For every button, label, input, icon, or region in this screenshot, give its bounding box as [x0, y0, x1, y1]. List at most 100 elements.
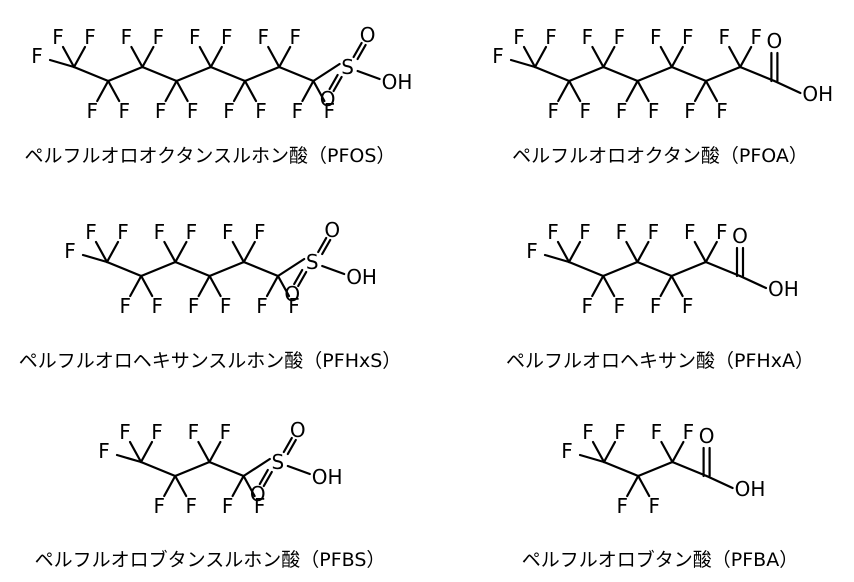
cf-bond [578, 453, 606, 464]
carbon-bond [107, 65, 144, 83]
carbon-bond [140, 260, 177, 278]
so-double-bond [293, 268, 304, 286]
so-double-bond [262, 470, 273, 488]
cf-bond [301, 79, 315, 103]
fluorine-atom: F [616, 494, 628, 518]
cf-bond [174, 240, 188, 264]
fluorine-atom: F [255, 99, 267, 123]
fluorine-atom: F [616, 99, 628, 123]
cf-bond [243, 79, 258, 103]
hydroxyl-group: OH [802, 82, 833, 106]
cf-bond [693, 240, 707, 264]
fluorine-atom: F [561, 439, 573, 463]
cf-bond [557, 79, 571, 103]
carbon-bond [704, 65, 742, 83]
so-double-bond [332, 75, 343, 93]
fluorine-atom: F [254, 220, 266, 244]
sulfur-atom: S [306, 250, 319, 274]
fluorine-atom: F [651, 420, 663, 444]
so-double-bond [317, 236, 328, 254]
carbon-bond [567, 260, 605, 278]
so-double-bond [352, 41, 363, 59]
carbon-bond [637, 460, 674, 478]
fluorine-atom: F [526, 239, 538, 263]
cf-bond [128, 440, 143, 464]
carbon-bond [568, 65, 605, 83]
hydroxyl-group: OH [768, 277, 799, 301]
fluorine-atom: F [682, 294, 694, 318]
fluorine-atom: F [579, 220, 591, 244]
fluorine-atom: F [153, 494, 165, 518]
cf-bond [163, 474, 177, 498]
so-double-bond [321, 238, 332, 256]
so-double-bond [282, 436, 293, 454]
carbon-bond [602, 65, 639, 83]
carbon-bond [174, 460, 211, 478]
fluorine-atom: F [188, 420, 200, 444]
carbon-bond [209, 65, 247, 83]
fluorine-atom: F [151, 294, 163, 318]
fluorine-atom: F [220, 420, 232, 444]
caption-pfoa: ペルフルオロオクタン酸（PFOA） [512, 145, 808, 167]
hydroxyl-group: OH [382, 70, 413, 94]
hydroxyl-group: OH [312, 465, 343, 489]
fluorine-atom: F [186, 220, 198, 244]
cf-bond [174, 474, 188, 498]
carbon-bond [242, 260, 280, 278]
fluorine-atom: F [98, 439, 110, 463]
fluorine-atom: F [154, 220, 166, 244]
cf-bond [591, 440, 606, 464]
cf-bond [231, 240, 245, 264]
carbon-bond [636, 65, 673, 83]
cf-bond [198, 45, 212, 69]
cf-bond [509, 58, 537, 69]
fluorine-atom: F [683, 420, 695, 444]
fluorine-atom: F [492, 44, 504, 68]
cf-bond [704, 79, 719, 103]
fluorine-atom: F [220, 294, 232, 318]
cc-bond [704, 260, 742, 278]
fluorine-atom: F [288, 294, 300, 318]
fluorine-atom: F [648, 99, 660, 123]
fluorine-atom: F [716, 220, 728, 244]
fluorine-atom: F [682, 25, 694, 49]
cf-bond [659, 274, 673, 298]
fluorine-atom: F [151, 420, 163, 444]
fluorine-atom: F [547, 99, 559, 123]
hydroxyl-group: OH [735, 477, 766, 501]
cf-bond [312, 79, 326, 103]
fluorine-atom: F [650, 294, 662, 318]
fluorine-atom: F [613, 294, 625, 318]
cf-bond [567, 240, 582, 264]
cf-bond [242, 474, 256, 498]
cf-bond [637, 474, 651, 498]
carbon-bond [139, 460, 177, 478]
carbon-bond [208, 260, 245, 278]
cf-bond [522, 45, 537, 69]
fluorine-atom: F [117, 220, 129, 244]
carbon-bond [175, 65, 212, 83]
carbon-bond [105, 260, 143, 278]
cs-bond [276, 257, 306, 278]
fluorine-atom: F [86, 99, 98, 123]
fluorine-atom: F [581, 294, 593, 318]
fluorine-atom: F [118, 99, 130, 123]
cf-bond [556, 240, 571, 264]
fluorine-atom: F [189, 25, 201, 49]
carbon-bond [278, 65, 315, 83]
oxygen-atom: O [290, 418, 306, 442]
fluorine-atom: F [31, 44, 43, 68]
cf-bond [265, 274, 280, 298]
carbon-bond [670, 65, 708, 83]
carbon-bond [243, 65, 281, 83]
soh-bond [286, 464, 311, 476]
fluorine-atom: F [52, 25, 64, 49]
cf-bond [242, 240, 256, 264]
cf-bond [81, 253, 109, 264]
cf-bond [129, 274, 143, 298]
fluorine-atom: F [513, 25, 525, 49]
caption-pfbs: ペルフルオロブタンスルホン酸（PFBS） [35, 548, 386, 571]
